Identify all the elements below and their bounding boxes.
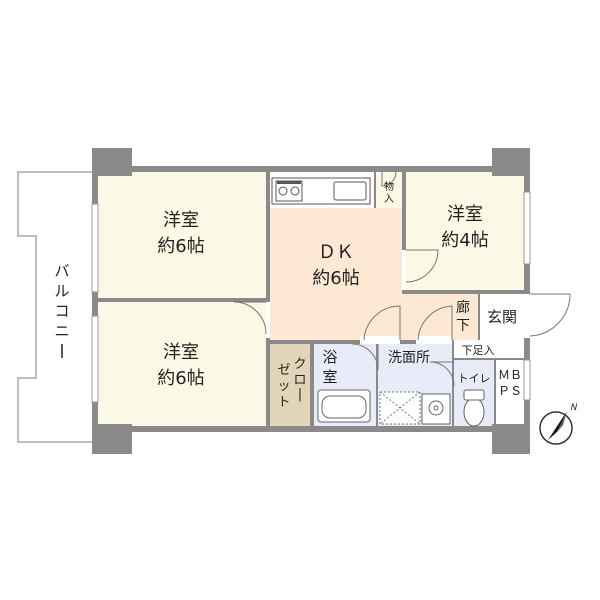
interior-walls bbox=[96, 172, 524, 426]
storage-small-label-1: 物 bbox=[384, 180, 394, 193]
entrance-label: 玄関 bbox=[487, 308, 517, 326]
balcony-label-4: ニ bbox=[54, 322, 69, 340]
storage-small-label-2: 入 bbox=[384, 194, 394, 205]
western-room-top-size: 約6帖 bbox=[157, 236, 204, 257]
western-room-small-size: 約4帖 bbox=[441, 230, 488, 251]
closet-label-4: ゼ bbox=[277, 363, 290, 378]
toilet-fixture bbox=[463, 389, 485, 427]
western-room-small-name: 洋室 bbox=[447, 204, 483, 225]
storage-small bbox=[376, 172, 402, 208]
washing-machine-space bbox=[379, 391, 421, 425]
hallway-label-1: 廊 bbox=[456, 299, 470, 316]
kitchen-burner-marks bbox=[277, 181, 301, 184]
washroom-label: 洗面所 bbox=[388, 350, 430, 366]
kitchen-counter-area bbox=[270, 172, 374, 208]
closet-label-6: ト bbox=[277, 395, 290, 410]
bathtub bbox=[317, 389, 371, 423]
dk-room bbox=[270, 208, 402, 340]
toilet-label: トイレ bbox=[458, 372, 491, 385]
mbps-label-1: ＭＢ bbox=[498, 368, 522, 382]
mbps-label-2: ＰＳ bbox=[498, 384, 522, 398]
entrance-area bbox=[480, 294, 524, 338]
dk-room-name: ＤＫ bbox=[318, 242, 354, 263]
balcony-outline bbox=[17, 171, 92, 443]
western-room-top-name: 洋室 bbox=[163, 210, 199, 231]
shoe-storage bbox=[454, 340, 504, 358]
western-room-bottom-name: 洋室 bbox=[163, 342, 199, 363]
closet-area bbox=[270, 344, 312, 426]
western-room-top bbox=[96, 172, 266, 298]
dk-room-size: 約6帖 bbox=[312, 268, 359, 289]
compass-icon: N bbox=[539, 403, 578, 445]
closet-label-2: ロ bbox=[293, 373, 306, 388]
western-room-bottom-size: 約6帖 bbox=[157, 368, 204, 389]
western-room-small bbox=[406, 172, 524, 290]
bath-label-2: 室 bbox=[322, 368, 337, 386]
compass-north-label: N bbox=[571, 403, 578, 413]
closet-label-5: ッ bbox=[277, 379, 290, 394]
balcony-label-1: バ bbox=[54, 262, 69, 280]
hallway-label-2: 下 bbox=[456, 318, 470, 334]
windows bbox=[91, 191, 531, 403]
hallway-area bbox=[402, 294, 478, 340]
closet-label-3: | bbox=[298, 387, 302, 402]
wash-basin bbox=[421, 393, 451, 425]
balcony-label-2: ル bbox=[54, 282, 69, 300]
balcony-label-3: コ bbox=[54, 302, 69, 320]
door-openings bbox=[266, 250, 530, 344]
western-room-bottom bbox=[96, 302, 266, 426]
door-swings bbox=[233, 171, 571, 387]
shoe-storage-label: 下足入 bbox=[462, 344, 495, 357]
closet-label-1: ク bbox=[293, 357, 306, 372]
mbps-area bbox=[496, 360, 524, 400]
bath-label-1: 浴 bbox=[322, 348, 337, 366]
